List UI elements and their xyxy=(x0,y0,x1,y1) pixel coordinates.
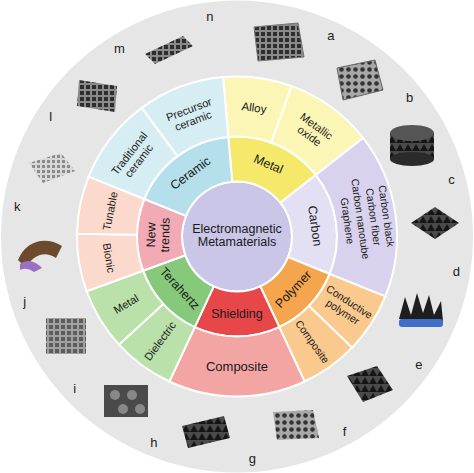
cone-sample xyxy=(347,366,393,402)
grid-sample xyxy=(254,23,304,61)
sample-photo xyxy=(273,410,319,440)
sample-photo xyxy=(347,366,393,402)
lattice-sample xyxy=(145,36,193,64)
cone-array-sample xyxy=(273,410,319,440)
panel-letter: k xyxy=(14,199,21,212)
panel-letter: n xyxy=(206,10,213,23)
ridge-sample xyxy=(182,416,230,448)
panel-letter: j xyxy=(23,295,26,308)
slab-sample xyxy=(29,153,75,183)
spiky-sample xyxy=(399,293,443,321)
center-title: Electromagnetic Metamaterials xyxy=(189,223,285,251)
block-sample xyxy=(77,80,117,112)
sample-photo xyxy=(145,36,193,64)
sample-photo xyxy=(18,241,62,272)
sample-photo xyxy=(77,80,117,112)
wedge-outline xyxy=(316,138,397,296)
grid-sample xyxy=(46,318,86,354)
panel-letter: m xyxy=(114,42,125,55)
wedge-outline xyxy=(142,77,228,156)
panel-letter: d xyxy=(453,265,460,278)
pyramid-sample xyxy=(411,207,459,239)
cylinder-base xyxy=(390,152,434,166)
panel-letter: g xyxy=(249,451,256,464)
panel-letter: i xyxy=(73,381,76,394)
micro-dome xyxy=(110,390,120,400)
panel-letter: a xyxy=(327,29,334,42)
sample-photo xyxy=(337,60,383,100)
panel-letter: f xyxy=(343,424,347,437)
micrograph xyxy=(104,385,148,417)
micro-dome xyxy=(127,390,137,400)
sample-photo xyxy=(46,318,86,354)
subtype-label: Alloy xyxy=(241,100,267,116)
dot-sample xyxy=(337,60,383,100)
sample-photo xyxy=(399,293,443,327)
sample-photo xyxy=(411,207,459,239)
glove xyxy=(20,261,42,272)
panel-letter: h xyxy=(150,436,157,449)
panel-letter: l xyxy=(49,109,52,122)
category-label: New trends xyxy=(145,210,173,260)
subtype-label: Composite xyxy=(206,359,268,373)
sample-photo xyxy=(182,416,230,448)
wedge-outline xyxy=(77,234,143,292)
micro-dome xyxy=(118,404,128,414)
micro-dome xyxy=(135,404,145,414)
category-label: Shielding xyxy=(211,308,262,322)
sample-photo xyxy=(390,125,434,166)
panel-letter: e xyxy=(415,357,422,370)
cylinder-top xyxy=(390,125,434,141)
sample-base xyxy=(399,319,443,327)
sample-photo xyxy=(104,385,148,417)
panel-letter: c xyxy=(448,173,455,186)
panel-letter: b xyxy=(406,90,413,103)
sample-photo xyxy=(29,153,75,183)
sample-photo xyxy=(254,23,304,61)
